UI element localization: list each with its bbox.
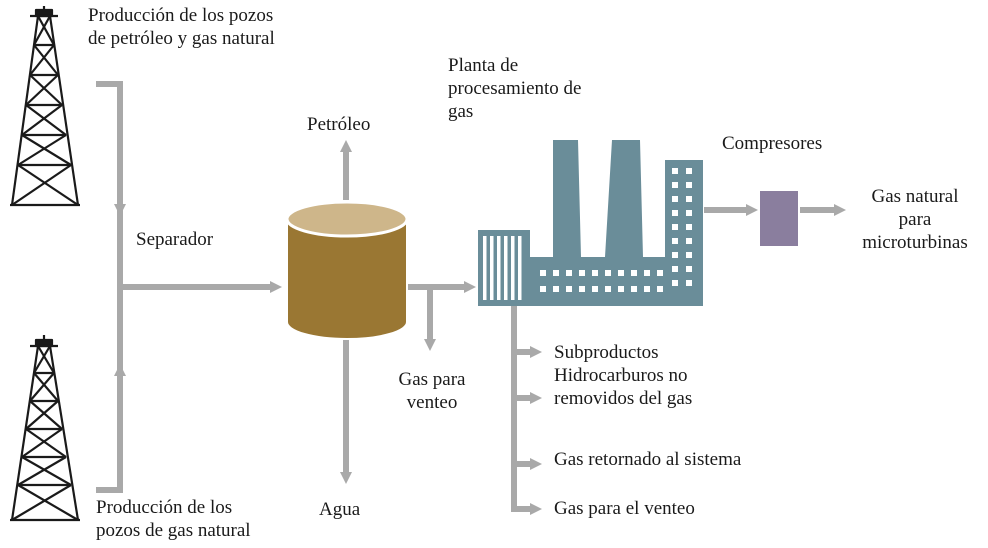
label-vent-gas: Gas para venteo <box>398 369 466 413</box>
label-separator: Separador <box>136 229 214 250</box>
plant-windows <box>540 168 692 292</box>
label-byproducts: Subproductos Hidrocarburos no removidos … <box>554 342 693 409</box>
gas-processing-plant-icon <box>478 140 703 306</box>
flow-top-well <box>96 81 126 216</box>
oil-derrick-icon-top <box>10 6 80 207</box>
plant-body <box>478 140 703 306</box>
label-vent-gas-final: Gas para el venteo <box>554 498 695 519</box>
plant-left-grille <box>483 236 522 300</box>
separator-tank-icon <box>285 200 409 340</box>
label-production-oil-gas: Producción de los pozos de petróleo y ga… <box>88 5 275 49</box>
label-production-gas: Producción de los pozos de gas natural <box>96 497 251 541</box>
compressor-icon <box>760 191 798 246</box>
label-returned-gas: Gas retornado al sistema <box>554 449 742 470</box>
label-water: Agua <box>319 499 361 520</box>
label-compressors: Compresores <box>722 133 823 154</box>
flow-bottom-well <box>96 364 126 493</box>
label-oil: Petróleo <box>307 114 371 135</box>
label-plant: Planta de procesamiento de gas <box>448 55 582 122</box>
label-output: Gas natural para microturbinas <box>862 186 968 253</box>
flow-lines <box>96 81 846 515</box>
oil-derrick-icon-bottom <box>10 335 80 522</box>
